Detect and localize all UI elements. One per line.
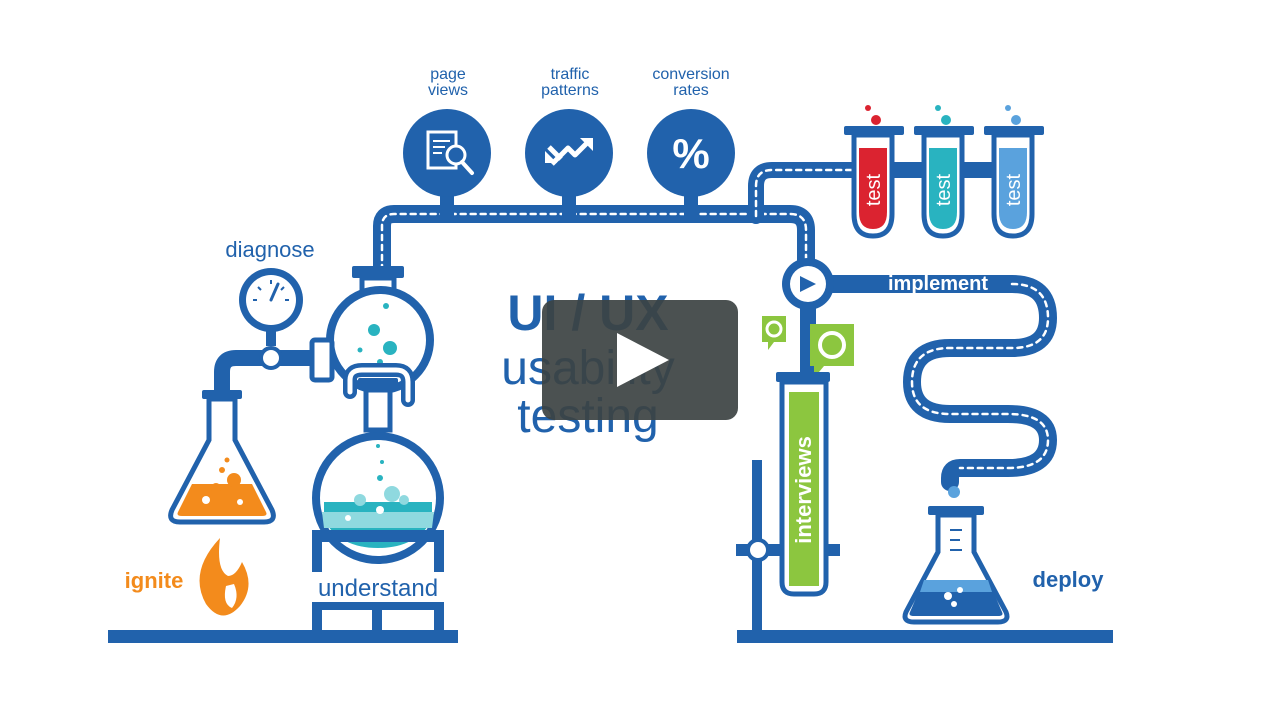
play-icon [617,333,669,387]
label-traffic: traffic [551,66,590,83]
deploy-flask [902,486,1010,625]
test-tube-label-blue: test [1003,173,1025,206]
understand-label-bg [306,572,448,602]
traffic-arrows-icon [545,138,593,166]
label-rates: rates [673,82,709,99]
flame-icon [199,538,249,616]
diagnose-pipe [214,350,334,404]
ground-line-left [108,630,458,643]
metric-traffic-patterns [525,109,613,197]
play-valve-icon [782,258,834,310]
ignite-flask [168,390,276,525]
label-conversion: conversion [652,66,729,83]
metric-conversion-rates: % [647,109,735,197]
flask-connector [343,363,415,407]
implement-pipe [799,275,1057,491]
refresh-bubble-large-icon [810,324,854,378]
tube-connector-2 [974,168,986,178]
label-implement: implement [888,273,988,295]
label-deploy: deploy [1033,567,1105,592]
main-pipe [373,205,815,279]
play-button[interactable] [542,300,738,420]
label-patterns: patterns [541,82,599,99]
test-tube-label-red: test [863,173,885,206]
clamp-knob [746,538,770,562]
label-understand: understand [318,575,438,602]
test-tube-pipe [748,162,1028,224]
label-diagnose: diagnose [225,237,314,262]
test-tube-teal: test [914,105,974,239]
percent-icon: % [672,130,709,177]
interviews-tube: interviews [776,372,830,597]
search-page-icon [426,130,474,175]
test-tube-label-teal: test [933,173,955,206]
test-tube-blue: test [984,105,1044,239]
tube-connector-1 [904,168,916,178]
ground-line-right [737,630,1113,643]
label-page: page [430,66,466,83]
label-ignite: ignite [125,568,184,593]
refresh-bubble-icon [762,316,786,350]
gauge-icon [239,268,303,346]
label-views: views [428,82,468,99]
flask-side-valve [309,337,335,383]
metric-page-views [403,109,491,197]
label-interviews: interviews [791,436,816,544]
test-tube-red: test [844,105,904,239]
pipe-joint [259,346,283,370]
